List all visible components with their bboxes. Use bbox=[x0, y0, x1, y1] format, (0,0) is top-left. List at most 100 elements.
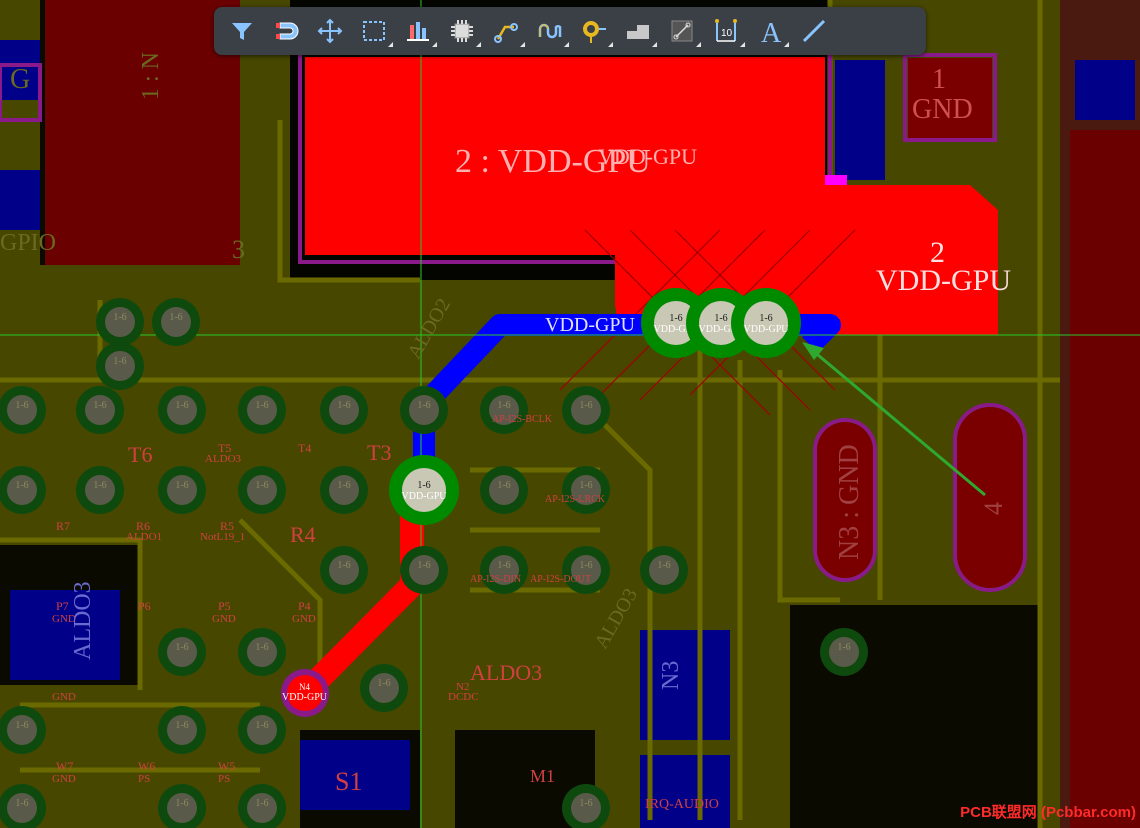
snap-button[interactable] bbox=[264, 11, 308, 51]
via-layer-label: 1-6 bbox=[113, 312, 126, 323]
via-button[interactable] bbox=[572, 11, 616, 51]
align-button[interactable] bbox=[396, 11, 440, 51]
text-button[interactable]: A bbox=[748, 11, 792, 51]
via[interactable]: 1-6 bbox=[238, 386, 286, 434]
filter-button[interactable] bbox=[220, 11, 264, 51]
via-layer-label: 1-6 bbox=[15, 400, 28, 411]
via[interactable]: 1-6 bbox=[0, 706, 46, 754]
via[interactable]: 1-6 bbox=[480, 546, 528, 594]
via[interactable]: 1-6 bbox=[562, 546, 610, 594]
via-layer-label: 1-6 bbox=[255, 400, 268, 411]
via-layer-label: 1-6 bbox=[175, 480, 188, 491]
via[interactable]: 1-6 bbox=[158, 706, 206, 754]
via-layer-label: 1-6 bbox=[337, 480, 350, 491]
line-button[interactable] bbox=[660, 11, 704, 51]
via[interactable]: 1-6 bbox=[76, 386, 124, 434]
component-button[interactable] bbox=[440, 11, 484, 51]
via[interactable]: 1-6 bbox=[96, 342, 144, 390]
svg-text:N3: N3 bbox=[658, 661, 684, 690]
svg-text:AP-I2S-BCLK: AP-I2S-BCLK bbox=[492, 414, 553, 425]
via[interactable]: 1-6 bbox=[158, 628, 206, 676]
via[interactable]: 1-6 bbox=[152, 298, 200, 346]
svg-text:DCDC: DCDC bbox=[448, 691, 479, 703]
select-button[interactable] bbox=[352, 11, 396, 51]
polygon-pour-icon bbox=[627, 25, 649, 39]
svg-text:ALDO3: ALDO3 bbox=[470, 660, 542, 685]
svg-text:GPIO: GPIO bbox=[0, 230, 56, 256]
via[interactable]: 1-6 bbox=[320, 466, 368, 514]
via[interactable]: 1-6 bbox=[96, 298, 144, 346]
svg-text:1 : N: 1 : N bbox=[138, 52, 164, 100]
svg-text:T5: T5 bbox=[218, 441, 231, 455]
via[interactable]: 1-6 bbox=[820, 628, 868, 676]
via[interactable]: 1-6 bbox=[562, 386, 610, 434]
draw-line-button[interactable] bbox=[792, 11, 836, 51]
via-layer-label: 1-6 bbox=[579, 798, 592, 809]
via[interactable]: 1-6 bbox=[320, 546, 368, 594]
place-via-icon bbox=[583, 21, 606, 43]
via-layer-label: 1-6 bbox=[714, 313, 727, 324]
pad-big-label: 2 : VDD-GPU bbox=[455, 143, 651, 180]
via-layer-label: 1-6 bbox=[417, 480, 430, 491]
via[interactable]: 1-6 bbox=[400, 386, 448, 434]
via-layer-label: 1-6 bbox=[579, 400, 592, 411]
svg-text:AP-I2S-DOUT: AP-I2S-DOUT bbox=[530, 574, 591, 585]
via[interactable]: 1-6 bbox=[76, 466, 124, 514]
via-layer-label: 1-6 bbox=[417, 400, 430, 411]
via[interactable]: 1-6 bbox=[480, 386, 528, 434]
via-layer-label: 1-6 bbox=[175, 400, 188, 411]
svg-text:T6: T6 bbox=[128, 442, 152, 467]
route-button[interactable] bbox=[484, 11, 528, 51]
via[interactable]: 1-6 bbox=[0, 466, 46, 514]
svg-text:3: 3 bbox=[232, 235, 245, 264]
via[interactable]: 1-6 bbox=[562, 784, 610, 828]
move-button[interactable] bbox=[308, 11, 352, 51]
via[interactable]: 1-6 bbox=[0, 386, 46, 434]
via[interactable]: 1-6 bbox=[158, 386, 206, 434]
via-layer-label: 1-6 bbox=[377, 678, 390, 689]
via[interactable]: 1-6 bbox=[480, 466, 528, 514]
via[interactable]: 1-6 bbox=[360, 664, 408, 712]
via[interactable]: 1-6 bbox=[158, 466, 206, 514]
svg-text:S1: S1 bbox=[335, 767, 362, 796]
via[interactable]: 1-6 bbox=[238, 784, 286, 828]
dimension-button[interactable]: 10 bbox=[704, 11, 748, 51]
via-layer-label: 1-6 bbox=[497, 560, 510, 571]
via-layer-label: 1-6 bbox=[175, 642, 188, 653]
diff-pair-button[interactable] bbox=[528, 11, 572, 51]
polygon-button[interactable] bbox=[616, 11, 660, 51]
region-net: VDD-GPU bbox=[876, 264, 1011, 297]
route-track-icon bbox=[494, 23, 518, 43]
via-net-label: VDD-GPU bbox=[654, 324, 700, 335]
text-icon: A bbox=[761, 18, 782, 45]
gnd-pad[interactable] bbox=[908, 58, 992, 138]
oval-pad-4[interactable] bbox=[957, 407, 1023, 588]
via-layer-label: 1-6 bbox=[15, 798, 28, 809]
via[interactable]: 1-6 bbox=[158, 784, 206, 828]
svg-text:T3: T3 bbox=[367, 440, 391, 465]
via[interactable]: 1-6 bbox=[320, 386, 368, 434]
via[interactable]: 1-6 bbox=[562, 466, 610, 514]
vdd-gpu-pour[interactable] bbox=[305, 57, 998, 335]
svg-text:W7: W7 bbox=[56, 759, 73, 773]
svg-text:AP-I2S-LRCK: AP-I2S-LRCK bbox=[545, 494, 606, 505]
region-num: 2 bbox=[930, 236, 945, 269]
svg-text:A: A bbox=[761, 18, 782, 45]
svg-text:M1: M1 bbox=[530, 766, 555, 786]
via[interactable]: 1-6 bbox=[238, 628, 286, 676]
svg-text:R6: R6 bbox=[136, 519, 150, 533]
svg-text:P5: P5 bbox=[218, 599, 231, 613]
via[interactable]: 1-6 bbox=[400, 546, 448, 594]
via[interactable]: 1-6 bbox=[640, 546, 688, 594]
svg-text:R4: R4 bbox=[290, 522, 316, 547]
via-layer-label: 1-6 bbox=[759, 313, 772, 324]
via[interactable]: 1-6 bbox=[238, 706, 286, 754]
via-layer-label: 1-6 bbox=[255, 798, 268, 809]
via[interactable]: 1-6 bbox=[0, 784, 46, 828]
vert-n3-label: N3 :GND bbox=[834, 444, 865, 560]
oval-pad-n3[interactable] bbox=[817, 422, 873, 578]
via[interactable]: 1-6 bbox=[238, 466, 286, 514]
